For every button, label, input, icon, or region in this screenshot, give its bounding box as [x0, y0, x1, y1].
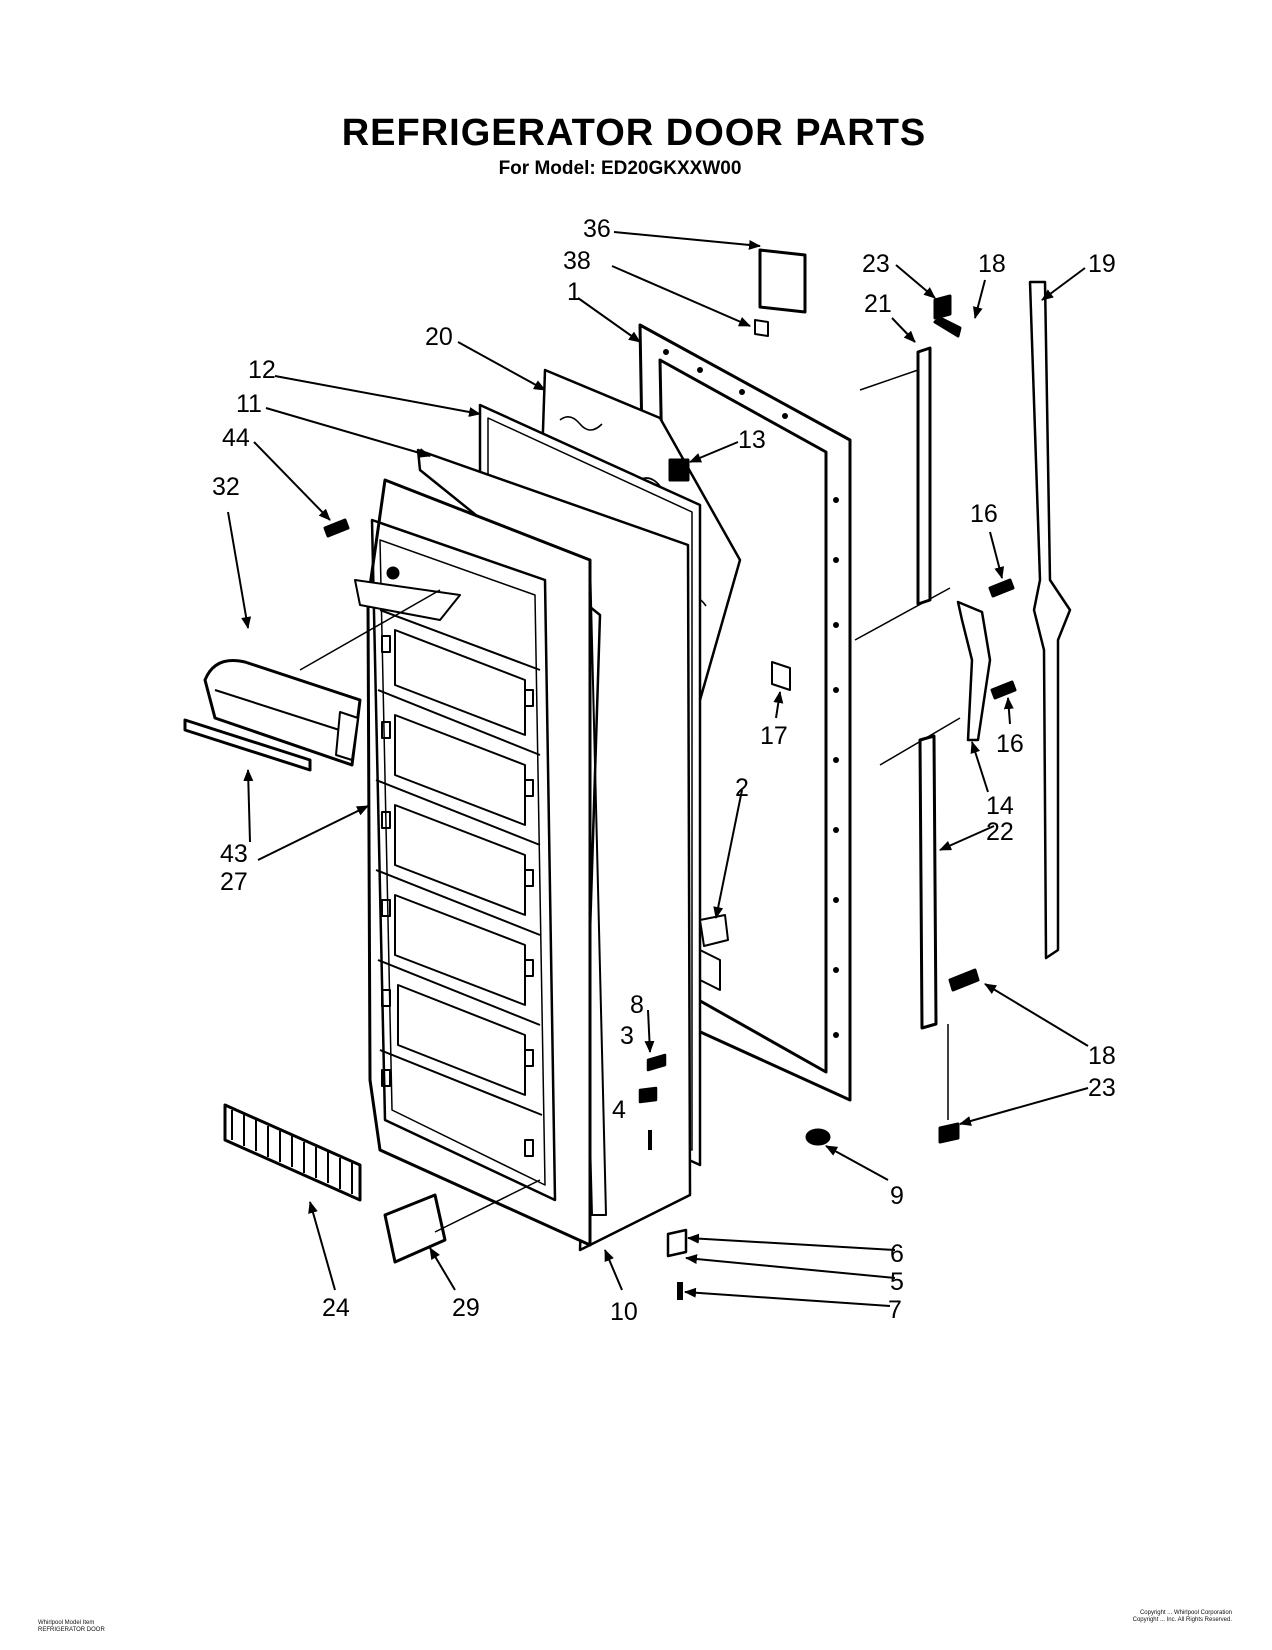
- screw-44: [323, 518, 350, 538]
- callout-36: 36: [583, 215, 611, 243]
- cap-23-top: [933, 294, 952, 320]
- callout-18-bottom: 18: [1088, 1042, 1116, 1070]
- clip-17: [771, 661, 791, 691]
- footer-right-line2: Copyright ... Inc. All Rights Reserved.: [1132, 1617, 1232, 1623]
- callout-23-top: 23: [862, 250, 890, 278]
- label-36: [758, 248, 807, 314]
- callout-16-top: 16: [970, 500, 998, 528]
- bracket-2: [699, 914, 729, 947]
- callout-23-bottom: 23: [1088, 1074, 1116, 1102]
- footer-right-line1: Copyright ... Whirlpool Corporation: [1139, 1610, 1232, 1616]
- handle-trim-19: [1028, 280, 1072, 960]
- callout-9: 9: [890, 1182, 904, 1210]
- callout-4: 4: [612, 1096, 626, 1124]
- callout-7: 7: [888, 1296, 902, 1324]
- callout-13: 13: [738, 426, 766, 454]
- plug-13: [668, 458, 690, 482]
- callout-11: 11: [236, 390, 262, 418]
- callout-14: 14: [986, 792, 1014, 820]
- callout-6: 6: [890, 1240, 904, 1268]
- page-title: REFRIGERATOR DOOR PARTS: [341, 112, 927, 154]
- hinge-bottom-6-5-7: [666, 1228, 688, 1300]
- bushing-9: [805, 1128, 831, 1146]
- callout-27: 27: [220, 868, 248, 896]
- callout-5: 5: [890, 1268, 904, 1296]
- callout-43: 43: [220, 840, 248, 868]
- callout-21: 21: [864, 290, 892, 318]
- footer-left: Whirlpool Model Item REFRIGERATOR DOOR: [38, 1620, 105, 1634]
- callout-12: 12: [248, 356, 276, 384]
- leader-lines: [227, 231, 1089, 1307]
- inner-door-liner: [354, 478, 592, 1247]
- toe-grille: [223, 1103, 362, 1202]
- callout-38: 38: [563, 247, 591, 275]
- callout-8: 8: [630, 991, 644, 1019]
- footer-left-line1: Whirlpool Model Item: [38, 1620, 95, 1626]
- shelf-trim: [183, 718, 312, 772]
- footer-right: Copyright ... Whirlpool Corporation Copy…: [1020, 1610, 1232, 1624]
- callout-17: 17: [760, 722, 788, 750]
- screws-16: [988, 578, 1017, 700]
- handle-bracket-14: [956, 600, 992, 742]
- footer-left-line2: REFRIGERATOR DOOR: [38, 1627, 105, 1633]
- model-subtitle: For Model: ED20GKXXW00: [498, 158, 742, 179]
- callout-10: 10: [610, 1298, 638, 1326]
- callout-3: 3: [620, 1022, 634, 1050]
- callout-22: 22: [986, 818, 1014, 846]
- callout-16-bottom: 16: [996, 730, 1024, 758]
- handle-part-22: [918, 734, 980, 1030]
- dairy-door: [203, 659, 362, 767]
- door-stop: [383, 1193, 447, 1264]
- callout-19: 19: [1088, 250, 1116, 278]
- callout-32: 32: [212, 473, 240, 501]
- callout-18-top: 18: [978, 250, 1006, 278]
- callout-1: 1: [567, 278, 581, 306]
- callout-2: 2: [735, 774, 749, 802]
- callout-24: 24: [322, 1294, 350, 1322]
- callout-29: 29: [452, 1294, 480, 1322]
- cap-23-bottom: [938, 1122, 960, 1144]
- plate-38: [754, 319, 769, 337]
- hinge-parts-8-3-4: [638, 1053, 667, 1150]
- handle-part-21: [916, 316, 962, 606]
- callout-20: 20: [425, 323, 453, 351]
- callout-44: 44: [222, 424, 250, 452]
